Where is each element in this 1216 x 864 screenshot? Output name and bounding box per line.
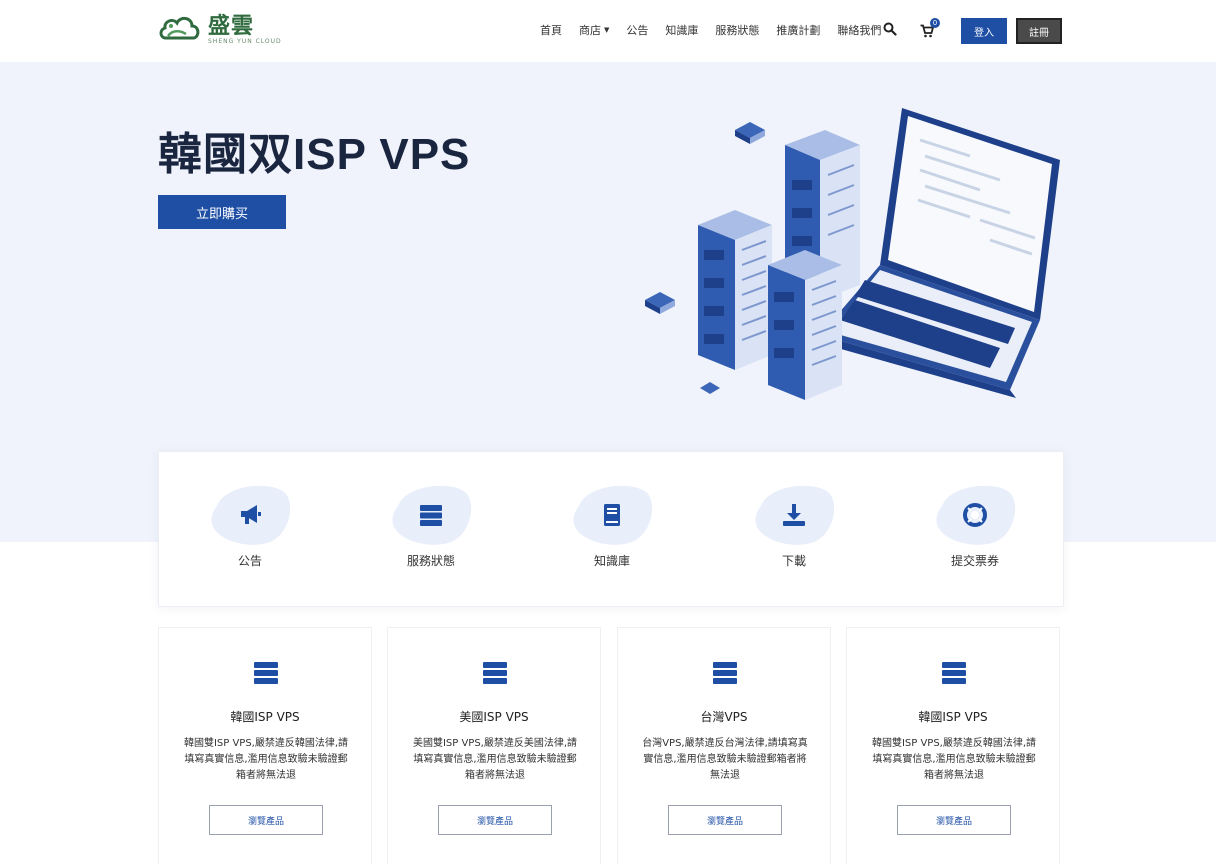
product-title: 韓國ISP VPS	[918, 710, 988, 724]
product-card-us-isp: 美國ISP VPS 美國雙ISP VPS,嚴禁違反美國法律,請填寫真實信息,濫用…	[387, 627, 601, 864]
product-description: 韓國雙ISP VPS,嚴禁違反韓國法律,請填寫真實信息,濫用信息致驗未驗證郵箱者…	[183, 738, 349, 781]
megaphone-icon	[241, 505, 261, 524]
cloud-logo-icon	[159, 17, 200, 40]
hero-title: 韓國双ISP VPS	[158, 130, 471, 179]
server-icon	[942, 662, 966, 684]
quick-link-icon-wrap	[933, 484, 1017, 546]
quick-link-icon-wrap	[570, 484, 654, 546]
quick-link-knowledgebase[interactable]: 知識庫	[557, 484, 667, 569]
quick-link-label: 服務狀態	[406, 554, 455, 568]
main-nav: 首頁 商店▼ 公告 知識庫 服務狀態 推廣計劃 聯絡我們	[540, 22, 881, 38]
login-button[interactable]: 登入	[961, 18, 1007, 44]
product-title: 台灣VPS	[700, 710, 748, 724]
quick-link-submit-ticket[interactable]: 提交票券	[920, 484, 1030, 569]
nav-store[interactable]: 商店▼	[579, 22, 609, 38]
quick-link-announcements[interactable]: 公告	[195, 484, 305, 569]
browse-products-button[interactable]: 瀏覽產品	[438, 805, 552, 835]
browse-products-button[interactable]: 瀏覽產品	[209, 805, 323, 835]
server-status-icon	[420, 505, 442, 526]
nav-affiliates[interactable]: 推廣計劃	[776, 24, 821, 37]
quick-link-label: 公告	[237, 554, 262, 568]
download-icon	[783, 504, 805, 526]
product-description: 美國雙ISP VPS,嚴禁違反美國法律,請填寫真實信息,濫用信息致驗未驗證郵箱者…	[412, 738, 578, 781]
server-icon	[254, 662, 278, 684]
product-description: 台灣VPS,嚴禁違反台灣法律,請填寫真實信息,濫用信息致驗未驗證郵箱者將無法退	[642, 738, 808, 781]
nav-announcements[interactable]: 公告	[626, 24, 649, 37]
nav-store-label: 商店	[579, 24, 601, 37]
register-button[interactable]: 註冊	[1016, 18, 1062, 44]
quick-links-panel: 公告 服務狀態	[158, 451, 1064, 607]
server-icon	[483, 662, 507, 684]
product-title: 美國ISP VPS	[459, 710, 529, 724]
quick-link-label: 提交票券	[950, 554, 999, 568]
brand-name: 盛雲	[208, 12, 255, 39]
browse-products-button[interactable]: 瀏覽產品	[897, 805, 1011, 835]
site-header: 盛雲 SHENG YUN CLOUD 首頁 商店▼ 公告 知識庫 服務狀態 推廣…	[0, 0, 1216, 62]
quick-link-label: 知識庫	[593, 554, 630, 568]
nav-knowledgebase[interactable]: 知識庫	[665, 24, 699, 37]
quick-link-service-status[interactable]: 服務狀態	[376, 484, 486, 569]
caret-down-icon: ▼	[604, 26, 610, 34]
quick-link-downloads[interactable]: 下載	[739, 484, 849, 569]
server-icon	[713, 662, 737, 684]
product-card-taiwan: 台灣VPS 台灣VPS,嚴禁違反台灣法律,請填寫真實信息,濫用信息致驗未驗證郵箱…	[617, 627, 831, 864]
product-card-korea-isp-2: 韓國ISP VPS 韓國雙ISP VPS,嚴禁違反韓國法律,請填寫真實信息,濫用…	[846, 627, 1060, 864]
brand-tagline: SHENG YUN CLOUD	[208, 37, 282, 45]
book-icon	[604, 504, 620, 526]
search-icon[interactable]	[883, 22, 897, 36]
nav-service-status[interactable]: 服務狀態	[715, 24, 760, 37]
lifebuoy-icon	[963, 503, 987, 527]
quick-link-label: 下載	[781, 554, 806, 568]
browse-products-button[interactable]: 瀏覽產品	[668, 805, 782, 835]
cart-button[interactable]: 0	[920, 18, 940, 42]
nav-contact[interactable]: 聯絡我們	[837, 24, 882, 37]
quick-link-icon-wrap	[389, 484, 473, 546]
servers-laptop-illustration	[645, 108, 1060, 400]
cart-count-badge: 0	[930, 18, 940, 28]
product-title: 韓國ISP VPS	[230, 710, 300, 724]
cart-icon	[920, 24, 935, 38]
nav-home[interactable]: 首頁	[540, 24, 562, 37]
quick-link-icon-wrap	[208, 484, 292, 546]
brand-logo[interactable]: 盛雲 SHENG YUN CLOUD	[158, 12, 282, 46]
quick-link-icon-wrap	[752, 484, 836, 546]
buy-now-button[interactable]: 立即購买	[158, 195, 286, 229]
product-description: 韓國雙ISP VPS,嚴禁違反韓國法律,請填寫真實信息,濫用信息致驗未驗證郵箱者…	[871, 738, 1037, 781]
product-card-korea-isp: 韓國ISP VPS 韓國雙ISP VPS,嚴禁違反韓國法律,請填寫真實信息,濫用…	[158, 627, 372, 864]
